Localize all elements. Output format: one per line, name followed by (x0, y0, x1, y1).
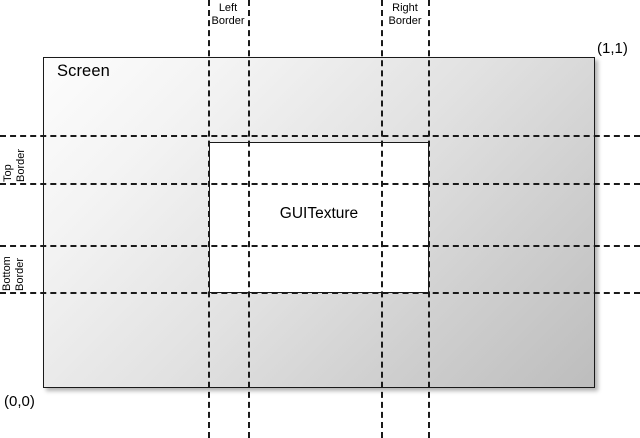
top-border-label-line1: Top (2, 164, 14, 182)
left-border-inner-line (248, 0, 250, 438)
right-border-label: Right Border (382, 2, 428, 27)
top-border-inner-line (0, 183, 640, 185)
guitexture-rectangle (209, 142, 429, 293)
bottom-border-label-line1: Bottom (1, 256, 13, 291)
left-border-label-line2: Border (211, 14, 245, 27)
bottom-border-label: Bottom Border (1, 256, 26, 291)
right-border-inner-line (381, 0, 383, 438)
right-border-label-line1: Right (392, 2, 418, 14)
bottom-border-outer-line (0, 292, 640, 294)
guitexture-label: GUITexture (279, 205, 359, 222)
bottom-border-inner-line (0, 245, 640, 247)
top-border-label: Top Border (2, 149, 27, 182)
screen-label: Screen (57, 62, 110, 80)
right-border-outer-line (428, 0, 430, 438)
screen-max-coordinate-label: (1,1) (597, 40, 628, 57)
left-border-outer-line (208, 0, 210, 438)
screen-origin-coordinate-label: (0,0) (4, 393, 35, 410)
top-border-outer-line (0, 135, 640, 137)
top-border-label-line2: Border (14, 148, 27, 182)
bottom-border-label-line2: Border (13, 257, 26, 291)
left-border-label: Left Border (206, 2, 250, 27)
left-border-label-line1: Left (218, 2, 238, 14)
right-border-label-line2: Border (388, 14, 422, 27)
